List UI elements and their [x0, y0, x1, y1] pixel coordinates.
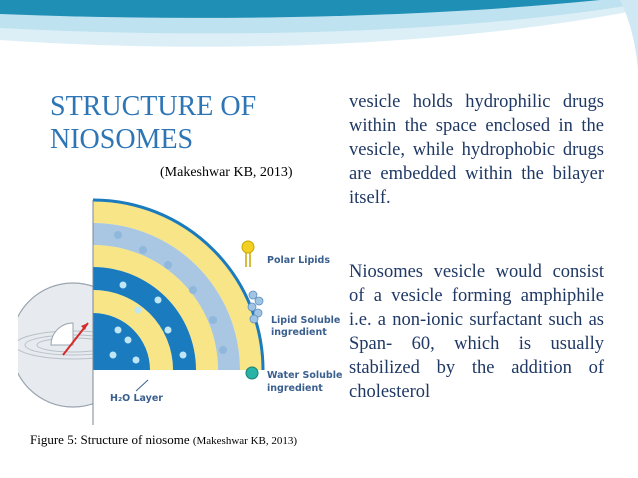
water-soluble-icon: [245, 366, 259, 380]
polar-lipid-icon: [241, 240, 255, 267]
bilayer-quadrant: [92, 198, 265, 425]
body-paragraph-2: Niosomes vesicle would consist of a vesi…: [349, 262, 604, 402]
legend-lipid-soluble-ingredient: ingredient: [271, 327, 327, 338]
slide-title: STRUCTURE OF NIOSOMES: [50, 91, 257, 155]
legend-lipid-soluble: Lipid Soluble: [271, 315, 340, 326]
figure-caption: Figure 5: Structure of niosome (Makeshwa…: [30, 432, 297, 448]
figure-caption-citation: (Makeshwar KB, 2013): [192, 435, 298, 447]
legend-h2o-layer: H₂O Layer: [110, 393, 163, 404]
lipid-soluble-icon: [247, 290, 264, 324]
legend-water-soluble: Water Soluble: [267, 370, 342, 381]
body-paragraph-1: vesicle holds hydrophilic drugs within t…: [349, 92, 604, 208]
figure-caption-text: Figure 5: Structure of niosome: [30, 432, 190, 447]
legend-polar-lipids: Polar Lipids: [267, 255, 330, 266]
legend-water-soluble-ingredient: ingredient: [267, 383, 323, 394]
title-citation: (Makeshwar KB, 2013): [160, 165, 293, 180]
niosome-structure-diagram: Polar Lipids Lipid Soluble ingredient Wa…: [18, 198, 342, 425]
header-decoration: [0, 0, 638, 70]
